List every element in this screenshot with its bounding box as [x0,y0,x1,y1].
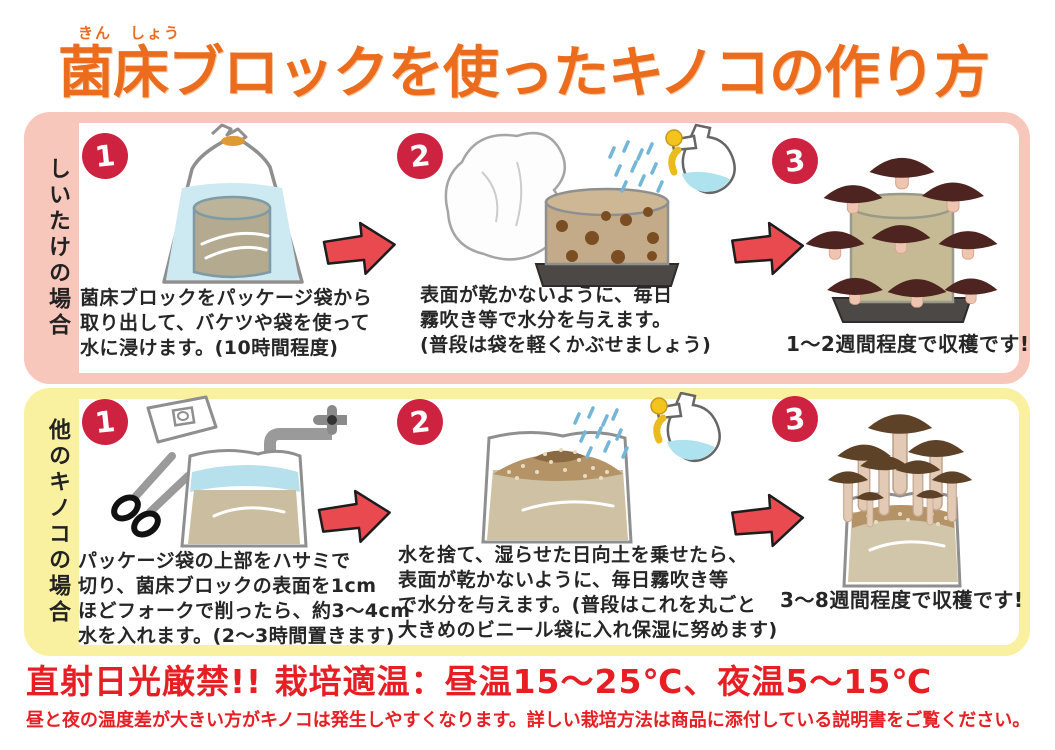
step-caption-other-3: 3〜8週間程度で収穫です! [780,588,1024,612]
title-furigana-shou: しょう [130,24,182,42]
soil-and-spray-illustration [481,392,730,544]
note-text: 昼と夜の温度差が大きい方がキノコは発生しやすくなります。詳しい栽培方法は商品に添… [26,710,1031,731]
section-shiitake-side-band: しいたけの場合 [35,123,79,373]
arrow-right-icon [316,486,394,547]
cut-and-fill-illustration [111,395,347,548]
warning-text: 直射日光厳禁!! 栽培適温：昼温15〜25℃、夜温5〜15℃ [26,662,933,701]
cut-bag-scrap [146,395,218,444]
other-mushroom-harvest-illustration [827,413,973,588]
bag-with-block [180,448,308,548]
soaking-bag-illustration [162,123,304,284]
fungus-block [849,192,955,304]
spray-covered-block-illustration [444,120,740,287]
water-droplets-icon [608,140,664,193]
bag-with-block [481,430,633,544]
shiitake-harvest-illustration [805,157,998,323]
title-furigana-kin: きん [78,24,113,42]
spray-bottle-icon [651,393,720,461]
scissors-icon [111,452,192,538]
section-shiitake-label: しいたけの場合 [45,157,70,339]
arrow-right-icon [729,219,806,278]
step-caption-shiitake-3: 1〜2週間程度で収穫です! [786,332,1030,356]
step-caption-other-1: パッケージ袋の上部をハサミで 切り、菌床ブロックの表面を1cm ほどフォークで削… [78,550,411,648]
fungus-block [544,187,670,266]
fungus-block [192,195,272,279]
section-other-label: 他のキノコの場合 [45,418,70,626]
cover-cloth [444,131,567,261]
arrow-right-icon [321,218,399,279]
step-caption-shiitake-2: 表面が乾かないように、毎日 霧吹き等で水分を与えます。 (普段は袋を軽くかぶせま… [420,284,712,357]
step-caption-other-2: 水を捨て、湿らせた日向土を乗せたら、 表面が乾かないように、毎日霧吹き等 で水分… [398,544,778,642]
shiitake-mushrooms [805,157,998,308]
bag-tie-band [221,136,245,146]
spray-bottle-icon [666,125,735,193]
step-caption-shiitake-1: 菌床ブロックをパッケージ袋から 取り出して、バケツや袋を使って 水に浸けます。(… [80,287,373,360]
page-title: 菌床ブロックを使ったキノコの作り方 [58,41,990,106]
section-other-side-band: 他のキノコの場合 [35,399,79,645]
arrow-right-icon [729,491,806,550]
